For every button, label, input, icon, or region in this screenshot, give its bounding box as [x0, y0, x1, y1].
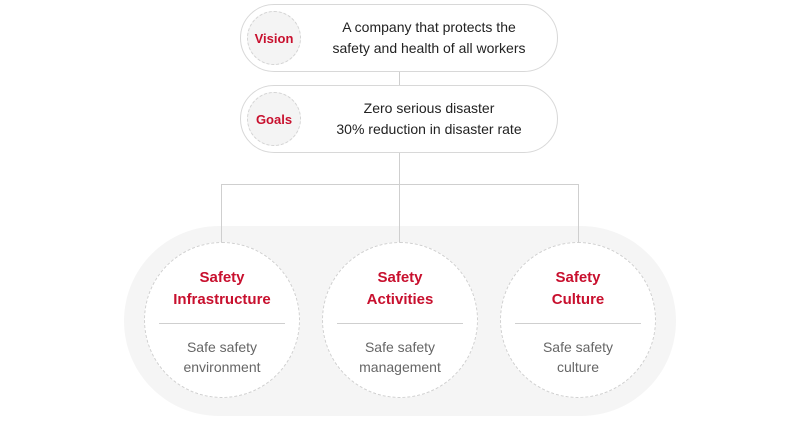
goals-pill: Goals Zero serious disaster 30% reductio… — [240, 85, 558, 153]
strategy-description-line: Safe safety — [542, 339, 614, 355]
connector-activities — [399, 184, 400, 242]
goals-statement: Zero serious disaster 30% reduction in d… — [311, 86, 547, 152]
strategy-title: Safety Infrastructure — [145, 267, 299, 311]
strategy-description: Safe safety management — [323, 337, 477, 377]
goals-badge: Goals — [247, 92, 301, 146]
strategy-circle-infrastructure: Safety Infrastructure Safe safety enviro… — [144, 242, 300, 398]
strategy-title-line: Safety — [555, 269, 601, 286]
goals-line-1: Zero serious disaster — [363, 100, 495, 116]
goals-line-2: 30% reduction in disaster rate — [336, 121, 522, 137]
strategy-description-line: Safe safety — [364, 339, 436, 355]
vision-label: Vision — [254, 30, 294, 46]
strategy-description: Safe safety environment — [145, 337, 299, 377]
connector-horizontal-bar — [221, 184, 579, 185]
strategy-title-line: Safety — [377, 269, 423, 286]
goals-label: Goals — [255, 111, 293, 127]
vision-pill: Vision A company that protects the safet… — [240, 4, 558, 72]
strategy-description: Safe safety culture — [501, 337, 655, 377]
strategy-circle-activities: Safety Activities Safe safety management — [322, 242, 478, 398]
strategy-divider — [159, 323, 285, 324]
strategy-title-line: Infrastructure — [173, 291, 271, 308]
strategy-circle-culture: Safety Culture Safe safety culture — [500, 242, 656, 398]
strategy-title-line: Culture — [551, 291, 605, 308]
vision-statement: A company that protects the safety and h… — [311, 5, 547, 71]
connector-culture — [578, 184, 579, 242]
strategy-title: Safety Culture — [501, 267, 655, 311]
connector-vision-goals — [399, 72, 400, 85]
vision-line-2: safety and health of all workers — [332, 40, 526, 56]
vision-line-1: A company that protects the — [342, 19, 516, 35]
strategy-title-line: Activities — [366, 291, 434, 308]
strategy-divider — [337, 323, 463, 324]
strategy-divider — [515, 323, 641, 324]
strategy-title: Safety Activities — [323, 267, 477, 311]
strategy-description-line: management — [359, 359, 441, 375]
strategy-description-line: environment — [183, 359, 261, 375]
vision-badge: Vision — [247, 11, 301, 65]
connector-goals-to-bar — [399, 153, 400, 184]
strategy-description-line: Safe safety — [186, 339, 258, 355]
strategy-description-line: culture — [556, 359, 600, 375]
connector-infrastructure — [221, 184, 222, 242]
strategy-title-line: Safety — [199, 269, 245, 286]
